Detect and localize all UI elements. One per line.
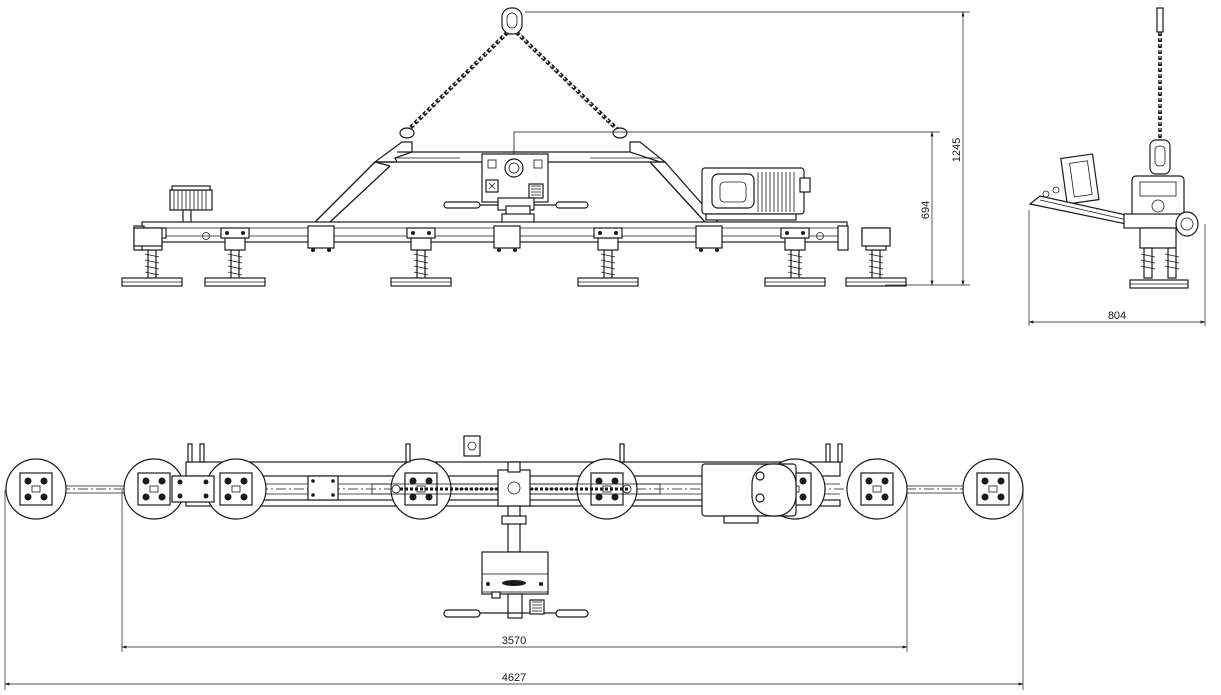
lifting-yoke: [314, 141, 719, 223]
lifting-eye: [501, 7, 523, 35]
front-view: [121, 7, 940, 287]
top-view: [5, 435, 1024, 619]
dimension-label-4627: 4627: [502, 672, 526, 684]
dimension-label-1245: 1245: [951, 138, 963, 162]
dimension-pad-span: 3570: [121, 490, 908, 652]
main-beam: [133, 221, 849, 252]
dimension-label-804: 804: [1108, 310, 1126, 322]
rail-fittings: [187, 443, 843, 463]
valve-block: [169, 185, 213, 229]
control-box-top: [481, 551, 549, 599]
control-box: [481, 153, 549, 203]
dimension-side-width: 804: [1028, 210, 1206, 326]
dimension-label-3570: 3570: [502, 635, 526, 647]
dimension-total-length: 4627: [4, 490, 1024, 690]
lifting-chain: [404, 26, 622, 134]
vacuum-pump: [701, 167, 811, 221]
dimension-frame-height: 694: [920, 131, 934, 286]
dimension-label-694: 694: [920, 201, 932, 219]
side-view: [1028, 7, 1199, 289]
vacuum-pump-top: [701, 463, 797, 524]
dimension-total-height: 1245: [525, 11, 970, 286]
